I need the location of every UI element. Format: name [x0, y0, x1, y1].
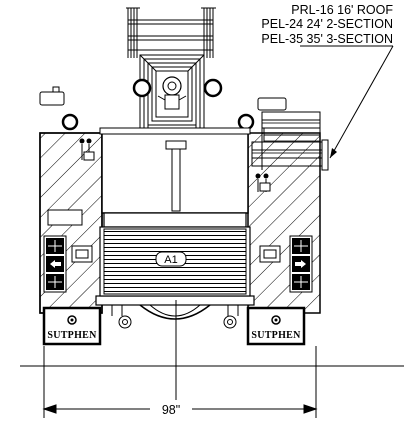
ladder-callout-35ft: PEL-35 35' 3-SECTION: [261, 32, 393, 46]
right-mudflap: [246, 306, 306, 346]
left-top-light-box: [39, 91, 65, 106]
right-mudflap-brand: SUTPHEN: [251, 330, 301, 341]
rear-axle: [111, 304, 239, 329]
left-tail-light-cluster: [43, 235, 67, 293]
left-mudflap-brand: SUTPHEN: [47, 330, 97, 341]
overall-width-label: 98": [162, 403, 180, 417]
right-tail-light-cluster: [289, 235, 313, 293]
left-mudflap: [42, 306, 102, 346]
compartment-label: A1: [164, 254, 177, 266]
compartment-door-a1: [99, 212, 251, 297]
callout-leader-line: [329, 45, 394, 159]
left-license-plate: [47, 209, 83, 226]
right-beacon-light: [237, 113, 255, 131]
width-dimension: [42, 346, 318, 418]
light-tower: [126, 7, 223, 142]
left-beacon-light: [61, 113, 79, 131]
ladder-callout-24ft: PEL-24 24' 2-SECTION: [261, 17, 393, 31]
ladder-callout-roof: PRL-16 16' ROOF: [291, 3, 393, 17]
right-top-light-box: [257, 97, 287, 111]
callout-leader-arrowhead: [330, 148, 337, 158]
